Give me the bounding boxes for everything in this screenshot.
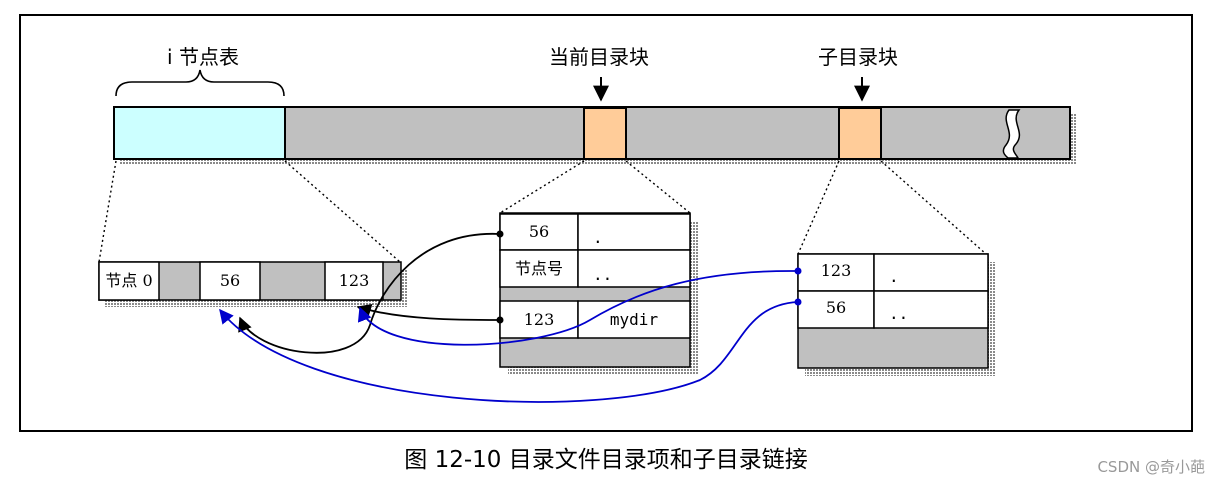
current-entry-2-inode: 节点号 xyxy=(515,259,563,278)
inode-cell-56: 56 xyxy=(220,271,240,290)
current-dir-block-label: 当前目录块 xyxy=(549,45,649,69)
disk-strip xyxy=(113,106,1076,165)
inode-table-brace xyxy=(115,69,285,97)
current-entry-2-name: .. xyxy=(593,265,612,284)
inode-row: 节点 0 56 123 xyxy=(98,261,407,307)
current-dir-block-region xyxy=(583,107,627,160)
sub-dir-table: 123 . 56 .. xyxy=(797,253,995,376)
link-mydir-to-123 xyxy=(356,303,501,321)
sub-entry-1-name: . xyxy=(889,267,899,286)
sub-entry-2-inode: 56 xyxy=(826,298,846,317)
inode-cell-123: 123 xyxy=(339,271,370,290)
inode-table-region xyxy=(113,106,286,160)
sub-dir-block-label: 子目录块 xyxy=(818,45,898,69)
current-entry-3-inode: 123 xyxy=(524,310,555,329)
watermark: CSDN @奇小葩 xyxy=(1097,458,1205,476)
inode-table-label: i 节点表 xyxy=(167,45,239,69)
link-current-dot-to-56 xyxy=(238,233,501,354)
sub-dir-block-region xyxy=(838,107,882,160)
expansion-lines xyxy=(98,160,987,263)
sub-entry-2-name: .. xyxy=(889,304,908,323)
link-origin-dot xyxy=(496,316,504,324)
link-sub-dot-to-123 xyxy=(357,270,799,346)
current-dir-table: 56 . 节点号 .. 123 mydir xyxy=(499,212,698,375)
current-entry-1-name: . xyxy=(593,228,603,247)
current-entry-3-name: mydir xyxy=(610,310,659,329)
link-origin-dot xyxy=(794,267,802,275)
current-entry-1-inode: 56 xyxy=(529,222,549,241)
link-origin-dot xyxy=(496,230,504,238)
link-origin-dot xyxy=(794,298,802,306)
figure-frame xyxy=(19,14,1193,432)
inode-cell-0: 节点 0 xyxy=(105,271,152,290)
link-sub-dotdot-to-56 xyxy=(219,301,799,403)
figure-caption: 图 12-10 目录文件目录项和子目录链接 xyxy=(404,447,807,473)
sub-entry-1-inode: 123 xyxy=(821,261,852,280)
break-mark-icon xyxy=(1002,109,1021,159)
